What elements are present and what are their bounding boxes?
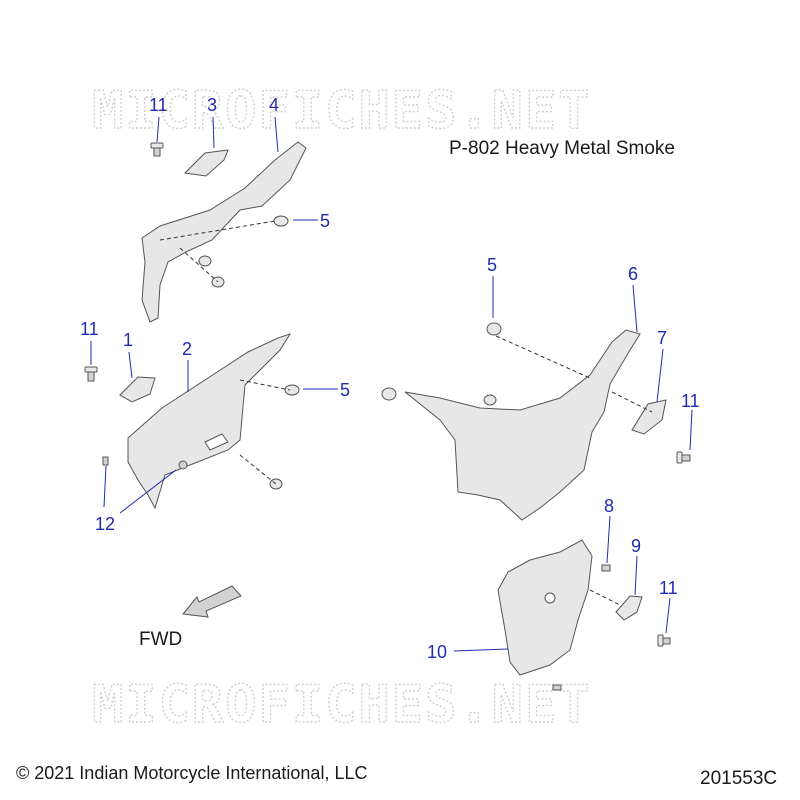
dash-lower-1 — [589, 589, 623, 607]
dash-mid-2 — [239, 454, 277, 485]
callout-6: 6 — [628, 264, 638, 284]
fwd-label: FWD — [139, 629, 182, 650]
part-12-bolt — [102, 456, 109, 466]
part-9-clip[interactable] — [615, 595, 643, 621]
copyright-text: © 2021 Indian Motorcycle International, … — [16, 763, 367, 783]
dash-right-2 — [611, 391, 653, 413]
dash-mid-1 — [239, 379, 291, 391]
leader-11d — [665, 597, 671, 634]
callout-11a: 11 — [149, 95, 168, 115]
part-11-bolt-right[interactable] — [676, 451, 691, 464]
grommet-mid-c — [269, 478, 283, 490]
part-4-upper-panel[interactable] — [141, 141, 307, 323]
callout-11c: 11 — [681, 391, 700, 411]
callout-7: 7 — [657, 328, 667, 348]
cover-10-hole — [544, 592, 556, 604]
part-8-bolt[interactable] — [601, 564, 611, 572]
leader-1 — [128, 351, 133, 379]
callout-9: 9 — [631, 536, 641, 556]
callout-5a: 5 — [320, 211, 330, 231]
part-5-grommet-c[interactable] — [486, 322, 502, 336]
dash-right-1 — [495, 335, 591, 379]
callout-3: 3 — [207, 95, 217, 115]
leader-4 — [274, 116, 279, 153]
leader-11c — [689, 409, 693, 451]
leader-10 — [453, 648, 509, 652]
leader-11a — [156, 116, 160, 143]
leader-3 — [212, 116, 215, 149]
callout-11d: 11 — [659, 578, 678, 598]
watermark-top: MICROFICHES.NET — [92, 81, 592, 141]
watermark-bottom: MICROFICHES.NET — [92, 675, 592, 735]
leader-8 — [606, 515, 611, 564]
callout-5b: 5 — [340, 380, 350, 400]
part-12-fastener[interactable] — [178, 460, 188, 470]
leader-6 — [632, 284, 638, 333]
part-2-mid-panel[interactable] — [127, 333, 292, 510]
part-5-grommet-b[interactable] — [284, 384, 300, 396]
callout-4: 4 — [269, 95, 279, 115]
callout-10: 10 — [427, 642, 447, 662]
grommet-upper-b — [198, 255, 212, 267]
dash-upper-1 — [159, 220, 276, 241]
dash-upper-2 — [179, 247, 219, 283]
callout-8: 8 — [604, 496, 614, 516]
diagram-id: 201553C — [700, 768, 777, 789]
part-5-grommet-a[interactable] — [273, 215, 289, 227]
part-11-bolt-lower[interactable] — [657, 634, 671, 647]
part-6-side-cover[interactable] — [404, 329, 641, 521]
callout-11b: 11 — [80, 319, 99, 339]
color-label: P-802 Heavy Metal Smoke — [449, 138, 675, 159]
leader-12a — [103, 465, 107, 508]
part-11-bolt-left[interactable] — [84, 366, 98, 382]
panel-2-cutout — [204, 433, 229, 451]
callout-5c: 5 — [487, 255, 497, 275]
leader-9 — [634, 555, 638, 596]
fwd-arrow-icon — [182, 585, 242, 618]
grommet-right-a — [381, 387, 397, 401]
leader-7 — [656, 348, 664, 403]
part-11-bolt-top[interactable] — [150, 142, 164, 157]
leader-12b — [119, 469, 177, 514]
bolt-lower-small — [552, 684, 562, 691]
callout-2: 2 — [182, 339, 192, 359]
part-10-lower-cover[interactable] — [497, 539, 593, 676]
part-1-clip[interactable] — [119, 376, 156, 403]
callout-12: 12 — [95, 514, 115, 534]
part-3-clip[interactable] — [183, 149, 229, 177]
grommet-right-b — [483, 394, 497, 406]
callout-1: 1 — [123, 330, 133, 350]
